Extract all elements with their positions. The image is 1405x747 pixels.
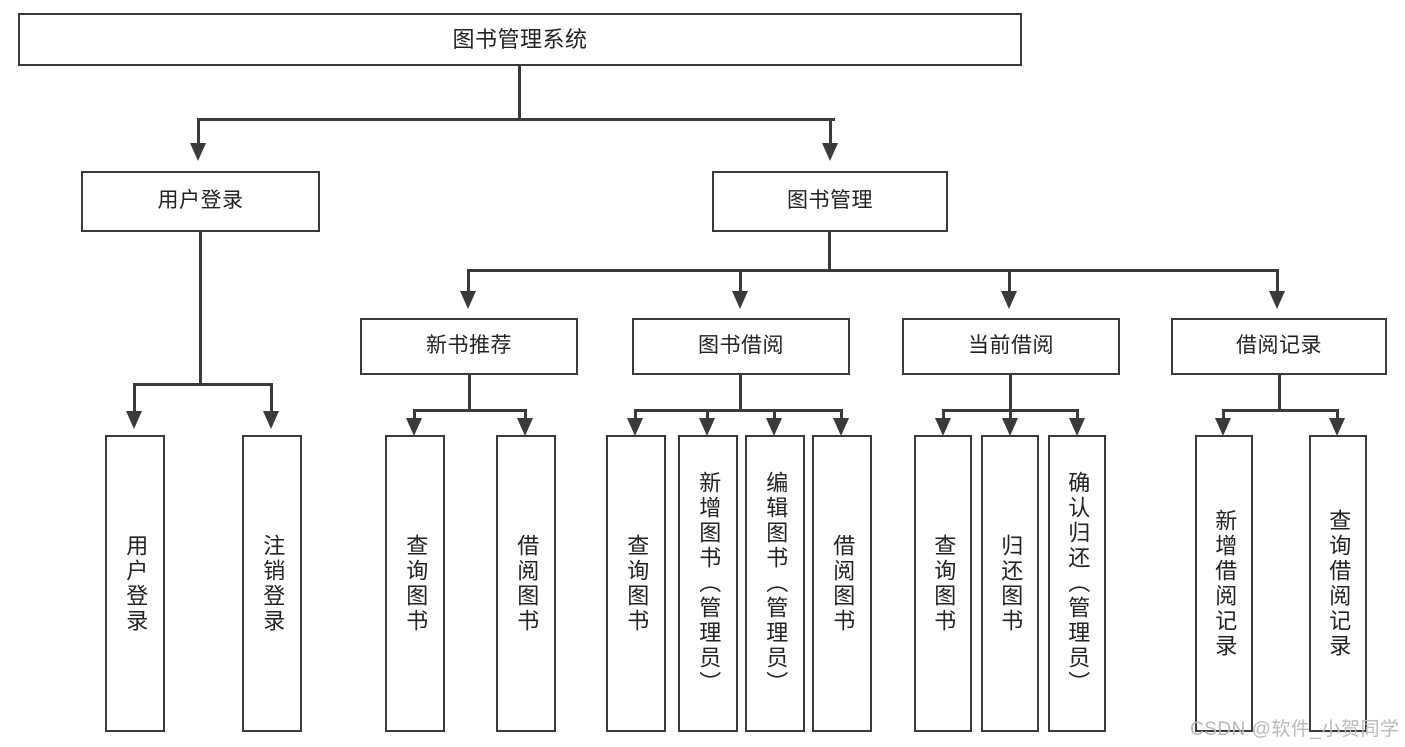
node-user-login[interactable]: 用户登录: [81, 171, 320, 232]
leaf-user-login-logout[interactable]: 注销登录: [242, 435, 302, 732]
arrow-borrow-to-leaf-2: [699, 418, 715, 436]
watermark-text: CSDN @软件_小贺同学: [1190, 719, 1400, 740]
node-label: 归还图书: [998, 533, 1024, 634]
arrow-user-login-to-leaf-1: [126, 411, 142, 429]
edge-record-to-leaf-1: [1222, 409, 1225, 421]
edge-user-login-to-leaf-1: [133, 383, 136, 413]
node-root-system[interactable]: 图书管理系统: [18, 13, 1022, 66]
edge-book-mgmt-bus: [467, 269, 1279, 272]
leaf-user-login-login[interactable]: 用户登录: [105, 435, 165, 732]
node-label: 确认归还（管理员）: [1065, 471, 1091, 696]
arrow-book-mgmt-to-borrow: [732, 291, 748, 309]
node-label: 当前借阅: [968, 334, 1054, 358]
node-label: 新增借阅记录: [1212, 508, 1238, 659]
arrow-root-to-book-mgmt: [822, 143, 838, 161]
edge-book-mgmt-to-borrow: [739, 269, 742, 293]
leaf-current-query-book[interactable]: 查询图书: [914, 435, 972, 732]
edge-book-mgmt-to-current: [1008, 269, 1011, 293]
node-label: 查询图书: [624, 533, 650, 634]
edge-root-stem: [518, 66, 521, 119]
arrow-root-to-user-login: [190, 143, 206, 161]
arrow-book-mgmt-to-current: [1001, 291, 1017, 309]
edge-borrow-stem: [739, 375, 742, 411]
leaf-current-confirm-return-admin[interactable]: 确认归还（管理员）: [1048, 435, 1106, 732]
edge-user-login-bus: [133, 383, 270, 386]
node-label: 用户登录: [157, 189, 244, 213]
arrow-book-mgmt-to-record: [1269, 291, 1285, 309]
edge-root-to-book-mgmt: [829, 118, 832, 145]
edge-borrow-to-leaf-4: [840, 409, 843, 421]
edge-current-stem: [1009, 375, 1012, 411]
arrow-borrow-to-leaf-4: [833, 418, 849, 436]
node-label: 新书推荐: [426, 334, 512, 358]
node-label: 借阅记录: [1236, 334, 1322, 358]
node-new-book-recommend[interactable]: 新书推荐: [360, 318, 578, 375]
node-label: 编辑图书（管理员）: [763, 471, 789, 696]
arrow-current-to-leaf-1: [935, 418, 951, 436]
edge-record-stem: [1278, 375, 1281, 411]
edge-book-mgmt-stem: [828, 232, 831, 270]
edge-recommend-to-leaf-2: [524, 409, 527, 421]
node-label: 图书管理: [787, 189, 873, 213]
node-label: 查询图书: [403, 533, 429, 634]
edge-record-bus: [1222, 409, 1339, 412]
edge-record-to-leaf-2: [1336, 409, 1339, 421]
arrow-recommend-to-leaf-2: [517, 418, 533, 436]
edge-user-login-to-leaf-2: [270, 383, 273, 413]
node-label: 新增图书（管理员）: [696, 471, 722, 696]
edge-current-to-leaf-2: [1009, 409, 1012, 421]
arrow-borrow-to-leaf-3: [766, 418, 782, 436]
node-label: 注销登录: [260, 533, 286, 634]
edge-root-to-user-login: [197, 118, 200, 145]
edge-recommend-bus: [413, 409, 527, 412]
arrow-current-to-leaf-3: [1069, 418, 1085, 436]
node-label: 用户登录: [123, 533, 149, 634]
leaf-recommend-query-book[interactable]: 查询图书: [385, 435, 445, 732]
leaf-borrow-add-book-admin[interactable]: 新增图书（管理员）: [678, 435, 738, 732]
arrow-current-to-leaf-2: [1002, 418, 1018, 436]
edge-borrow-to-leaf-2: [706, 409, 709, 421]
arrow-recommend-to-leaf-1: [406, 418, 422, 436]
node-label: 查询借阅记录: [1326, 508, 1352, 659]
leaf-current-return-book[interactable]: 归还图书: [981, 435, 1039, 732]
node-label: 图书借阅: [698, 334, 784, 358]
edge-borrow-bus: [634, 409, 842, 412]
edge-user-login-stem: [199, 232, 202, 384]
node-book-borrow[interactable]: 图书借阅: [632, 318, 850, 375]
edge-recommend-to-leaf-1: [413, 409, 416, 421]
arrow-record-to-leaf-1: [1215, 418, 1231, 436]
leaf-borrow-query-book[interactable]: 查询图书: [606, 435, 666, 732]
edge-book-mgmt-to-record: [1276, 269, 1279, 293]
edge-borrow-to-leaf-3: [773, 409, 776, 421]
edge-root-bus: [197, 118, 835, 121]
arrow-borrow-to-leaf-1: [627, 418, 643, 436]
leaf-recommend-borrow-book[interactable]: 借阅图书: [496, 435, 556, 732]
arrow-user-login-to-leaf-2: [263, 411, 279, 429]
node-label: 借阅图书: [830, 533, 856, 634]
arrow-book-mgmt-to-recommend: [460, 291, 476, 309]
leaf-borrow-edit-book-admin[interactable]: 编辑图书（管理员）: [745, 435, 805, 732]
leaf-record-query-record[interactable]: 查询借阅记录: [1309, 435, 1367, 732]
node-borrow-record[interactable]: 借阅记录: [1171, 318, 1387, 375]
edge-recommend-stem: [468, 375, 471, 411]
edge-current-to-leaf-3: [1076, 409, 1079, 421]
leaf-borrow-borrow-book[interactable]: 借阅图书: [812, 435, 872, 732]
arrow-record-to-leaf-2: [1329, 418, 1345, 436]
leaf-record-add-record[interactable]: 新增借阅记录: [1195, 435, 1253, 732]
node-label: 图书管理系统: [452, 26, 588, 52]
edge-borrow-to-leaf-1: [634, 409, 637, 421]
edge-book-mgmt-to-recommend: [467, 269, 470, 293]
node-label: 查询图书: [931, 533, 957, 634]
node-book-management[interactable]: 图书管理: [712, 171, 948, 232]
node-label: 借阅图书: [514, 533, 540, 634]
node-current-borrow[interactable]: 当前借阅: [902, 318, 1120, 375]
edge-current-to-leaf-1: [942, 409, 945, 421]
